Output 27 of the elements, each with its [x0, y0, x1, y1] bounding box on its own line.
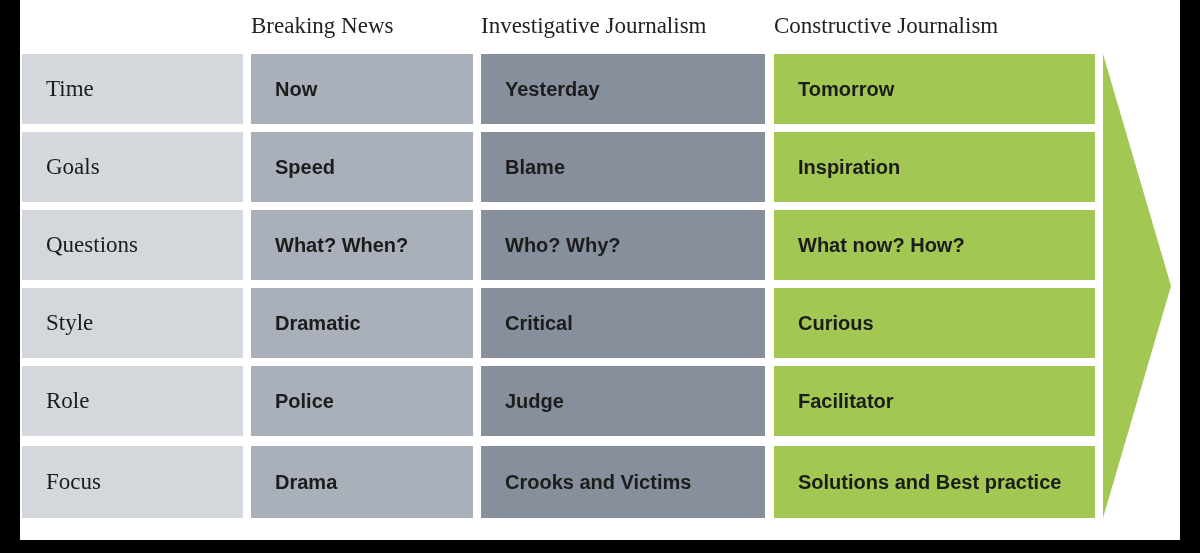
- row-header: Time: [22, 54, 243, 124]
- table-cell: Dramatic: [251, 288, 473, 358]
- table-cell: Curious: [774, 288, 1095, 358]
- row-header: Focus: [22, 446, 243, 518]
- table-cell: Crooks and Victims: [481, 446, 765, 518]
- table-cell: Critical: [481, 288, 765, 358]
- column-header: Investigative Journalism: [481, 12, 707, 40]
- table-cell: Inspiration: [774, 132, 1095, 202]
- table-cell: Facilitator: [774, 366, 1095, 436]
- table-cell: Drama: [251, 446, 473, 518]
- table-cell: What? When?: [251, 210, 473, 280]
- column-header: Constructive Journalism: [774, 12, 999, 40]
- row-header: Style: [22, 288, 243, 358]
- table-cell: Now: [251, 54, 473, 124]
- table-cell: Police: [251, 366, 473, 436]
- table-cell: Judge: [481, 366, 765, 436]
- table-cell: Yesterday: [481, 54, 765, 124]
- column-header: Breaking News: [251, 12, 394, 40]
- table-cell: Solutions and Best practice: [774, 446, 1095, 518]
- row-header: Goals: [22, 132, 243, 202]
- table-cell: What now? How?: [774, 210, 1095, 280]
- row-header: Role: [22, 366, 243, 436]
- row-header: Questions: [22, 210, 243, 280]
- table-cell: Blame: [481, 132, 765, 202]
- table-cell: Tomorrow: [774, 54, 1095, 124]
- table-cell: Speed: [251, 132, 473, 202]
- table-cell: Who? Why?: [481, 210, 765, 280]
